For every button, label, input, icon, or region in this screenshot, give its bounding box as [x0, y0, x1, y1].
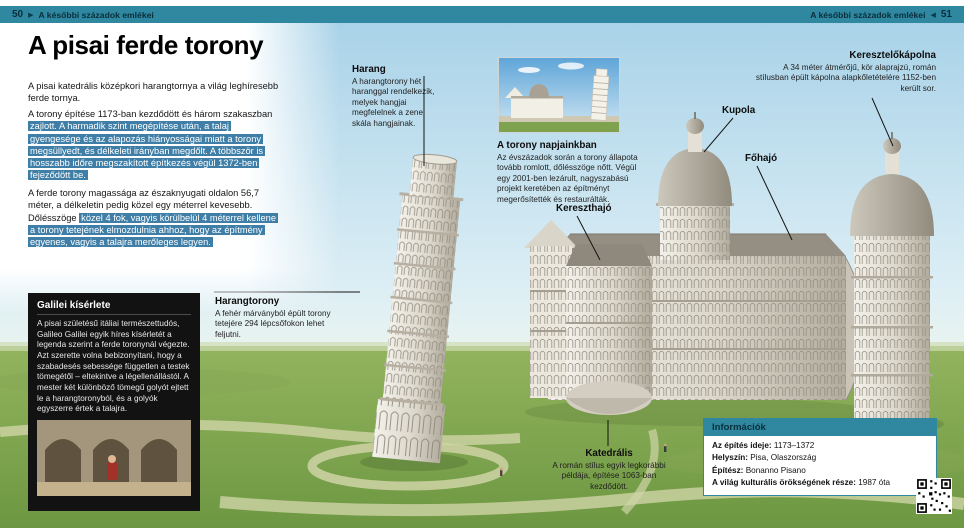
article-intro: A pisai katedrális középkori harangtorny…	[28, 81, 279, 104]
info-row-heritage: A világ kulturális örökségének része: 19…	[712, 477, 928, 489]
section-title-left: A későbbi századok emlékei	[38, 9, 154, 20]
para2-normal: A torony építése 1173-ban kezdődött és h…	[28, 109, 273, 119]
article-background-panel	[0, 23, 352, 315]
arrow-right-icon: ▶	[28, 11, 34, 19]
info-row-heritage-value: 1987 óta	[858, 477, 891, 487]
callout-keresztelokapolna-text: A 34 méter átmérőjű, kör alaprajzú, romá…	[755, 63, 936, 93]
callout-torony-napjainkban-title: A torony napjainkban	[497, 140, 597, 151]
photo-tower-today-image	[499, 58, 619, 132]
info-row-build-date-label: Az építés ideje:	[712, 441, 772, 450]
baptistery-chapel-illustration	[850, 132, 934, 422]
callout-katedralis: Katedrális A román stílus egyik legkoráb…	[552, 448, 666, 492]
callout-keresztelokapolna-title: Keresztelőkápolna	[849, 50, 936, 61]
qr-code-image	[916, 478, 952, 514]
callout-harang: Harang A harangtorony hét haranggal rend…	[352, 64, 444, 129]
callout-kereszthajo-title: Kereszthajó	[556, 203, 612, 214]
info-row-location-label: Helyszín:	[712, 453, 748, 463]
callout-harangtorony: Harangtorony A fehér márványból épült to…	[215, 296, 335, 340]
galilei-photo	[37, 419, 191, 496]
qr-code	[916, 478, 952, 514]
galilei-text: A pisai születésű itáliai természettudós…	[37, 319, 190, 414]
cathedral-illustration	[524, 112, 866, 415]
page-header-bar: 50 ▶ A későbbi századok emlékei A később…	[0, 6, 964, 23]
info-row-location-value: Pisa, Olaszország	[750, 453, 817, 463]
callout-fohajo: Főhajó	[745, 153, 777, 164]
article-paragraph-2: A torony építése 1173-ban kezdődött és h…	[28, 108, 280, 182]
photo-tower-today	[498, 57, 620, 133]
info-box-title: Információk	[704, 419, 936, 436]
para2-highlight: zajlott. A harmadik szint megépítése utá…	[28, 121, 266, 181]
tiny-figures	[499, 443, 667, 476]
callout-torony-napjainkban: A torony napjainkban Az évszázadok során…	[497, 140, 651, 205]
info-box-body: Az építés ideje: 1173–1372 Helyszín: Pis…	[704, 436, 936, 495]
pisa-tower-illustration	[372, 153, 464, 464]
galilei-title: Galilei kísérlete	[37, 300, 191, 315]
page-title: A pisai ferde torony	[28, 30, 264, 60]
galilei-sidebar: Galilei kísérlete A pisai születésű itál…	[28, 293, 200, 511]
section-title-right: A későbbi századok emlékei	[810, 9, 926, 20]
callout-kereszthajo: Kereszthajó	[556, 203, 612, 214]
info-row-location: Helyszín: Pisa, Olaszország	[712, 452, 928, 464]
callout-keresztelokapolna: Keresztelőkápolna A 34 méter átmérőjű, k…	[750, 50, 936, 94]
article-paragraph-3: A ferde torony magassága az északnyugati…	[28, 187, 280, 248]
callout-harangtorony-text: A fehér márványból épült torony tetejére…	[215, 309, 331, 339]
galilei-photo-image	[37, 419, 191, 496]
info-row-architect: Építész: Bonanno Pisano	[712, 465, 928, 477]
info-row-architect-value: Bonanno Pisano	[745, 465, 806, 475]
para3-normal: A ferde torony magassága az északnyugati…	[28, 188, 260, 223]
info-row-build-date: Az építés ideje: 1173–1372	[712, 440, 928, 452]
callout-harang-text: A harangtorony hét haranggal rendelkezik…	[352, 77, 435, 128]
header-right: A későbbi századok emlékei ◀ 51	[810, 9, 952, 20]
callout-kupola: Kupola	[722, 105, 755, 116]
callout-kupola-title: Kupola	[722, 105, 756, 116]
info-row-build-date-value: 1173–1372	[773, 441, 815, 450]
callout-torony-napjainkban-text: Az évszázadok során a torony állapota to…	[497, 153, 638, 204]
callout-harang-title: Harang	[352, 64, 386, 75]
header-left: 50 ▶ A későbbi századok emlékei	[12, 9, 154, 20]
arrow-left-icon: ◀	[930, 11, 936, 19]
info-box: Információk Az építés ideje: 1173–1372 H…	[703, 418, 937, 497]
callout-fohajo-title: Főhajó	[745, 153, 778, 164]
info-row-architect-label: Építész:	[712, 465, 744, 475]
callout-harangtorony-title: Harangtorony	[215, 296, 280, 307]
callout-katedralis-text: A román stílus egyik legkorábbi példája,…	[552, 461, 666, 491]
page-number-right: 51	[940, 9, 952, 20]
info-row-heritage-label: A világ kulturális örökségének része:	[712, 477, 856, 487]
callout-katedralis-title: Katedrális	[585, 448, 633, 459]
page-number-left: 50	[12, 9, 24, 20]
